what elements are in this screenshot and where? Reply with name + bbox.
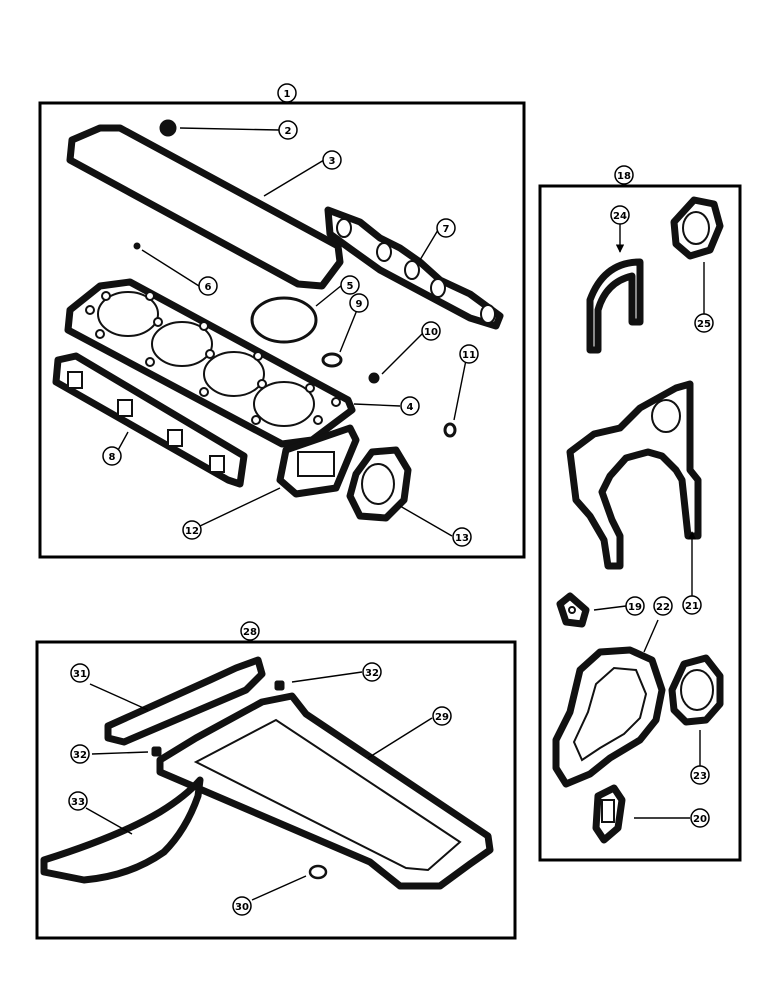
group-box-28	[35, 640, 517, 940]
callout-7: 7	[436, 218, 456, 238]
callout-19: 19	[625, 596, 645, 616]
callout-13: 13	[452, 527, 472, 547]
svg-text:21: 21	[685, 601, 699, 612]
callout-2: 2	[278, 120, 298, 140]
callout-32-top: 32	[362, 662, 382, 682]
callout-30: 30	[232, 896, 252, 916]
callout-11: 11	[459, 344, 479, 364]
svg-text:2: 2	[285, 126, 292, 137]
callout-4: 4	[400, 396, 420, 416]
svg-text:31: 31	[73, 669, 87, 680]
callout-25: 25	[694, 313, 714, 333]
oil-pan-side-rail	[104, 656, 266, 746]
plug	[159, 119, 177, 137]
rear-seal-u	[586, 258, 644, 354]
manifold-gasket-upper	[324, 206, 504, 330]
small-block-top	[274, 680, 285, 691]
callout-18: 18	[614, 165, 634, 185]
manifold-gasket-lower	[52, 352, 248, 488]
svg-text:1: 1	[284, 89, 291, 100]
callout-5: 5	[340, 275, 360, 295]
svg-text:23: 23	[693, 771, 707, 782]
svg-text:28: 28	[243, 627, 257, 638]
svg-text:6: 6	[205, 282, 212, 293]
callout-22: 22	[653, 596, 673, 616]
callout-23: 23	[690, 765, 710, 785]
callout-9: 9	[349, 293, 369, 313]
callout-21: 21	[682, 595, 702, 615]
svg-text:25: 25	[697, 319, 711, 330]
svg-text:8: 8	[109, 452, 116, 463]
svg-text:9: 9	[356, 299, 363, 310]
callout-1: 1	[277, 83, 297, 103]
small-square-gasket	[556, 592, 590, 628]
callout-20: 20	[690, 808, 710, 828]
svg-text:7: 7	[443, 224, 450, 235]
svg-text:12: 12	[185, 526, 199, 537]
svg-text:10: 10	[424, 327, 438, 338]
svg-text:20: 20	[693, 814, 707, 825]
oil-pan-gasket	[156, 692, 494, 890]
svg-text:30: 30	[235, 902, 249, 913]
curved-seal	[40, 776, 204, 884]
svg-text:32: 32	[365, 668, 379, 679]
pump-ring-gasket	[346, 446, 412, 522]
water-pump-gasket	[552, 646, 666, 788]
svg-text:11: 11	[462, 350, 476, 361]
svg-text:29: 29	[435, 712, 449, 723]
front-cover-gasket	[566, 380, 702, 570]
svg-text:24: 24	[613, 211, 627, 222]
washer	[321, 352, 343, 368]
callout-29: 29	[432, 706, 452, 726]
callout-3: 3	[322, 150, 342, 170]
svg-text:33: 33	[71, 797, 85, 808]
valve-cover-gasket	[66, 124, 344, 290]
small-cover-gasket	[592, 784, 626, 844]
svg-text:4: 4	[407, 402, 414, 413]
ring-gasket-23	[668, 654, 724, 726]
group-box-18	[538, 184, 742, 862]
thermostat-gasket	[276, 424, 360, 498]
svg-text:32: 32	[73, 750, 87, 761]
leader-lines	[85, 96, 705, 901]
oil-pan-washer	[308, 864, 328, 880]
callout-31: 31	[70, 663, 90, 683]
callout-6: 6	[198, 276, 218, 296]
callout-24: 24	[610, 205, 630, 225]
svg-text:3: 3	[329, 156, 336, 167]
svg-text:22: 22	[656, 602, 670, 613]
svg-text:13: 13	[455, 533, 469, 544]
svg-text:19: 19	[628, 602, 642, 613]
head-gasket	[64, 278, 356, 448]
callout-28: 28	[240, 621, 260, 641]
group-box-1	[38, 101, 526, 559]
round-flange-gasket	[670, 196, 724, 260]
callout-32-left: 32	[70, 744, 90, 764]
callout-8: 8	[102, 446, 122, 466]
callout-12: 12	[182, 520, 202, 540]
callout-10: 10	[421, 321, 441, 341]
ring-seal	[250, 296, 318, 344]
svg-text:5: 5	[347, 281, 354, 292]
plug-small	[368, 372, 380, 384]
small-washer	[133, 242, 141, 250]
small-block-left	[151, 746, 162, 757]
small-seal	[443, 422, 457, 438]
svg-text:18: 18	[617, 171, 631, 182]
callout-33: 33	[68, 791, 88, 811]
